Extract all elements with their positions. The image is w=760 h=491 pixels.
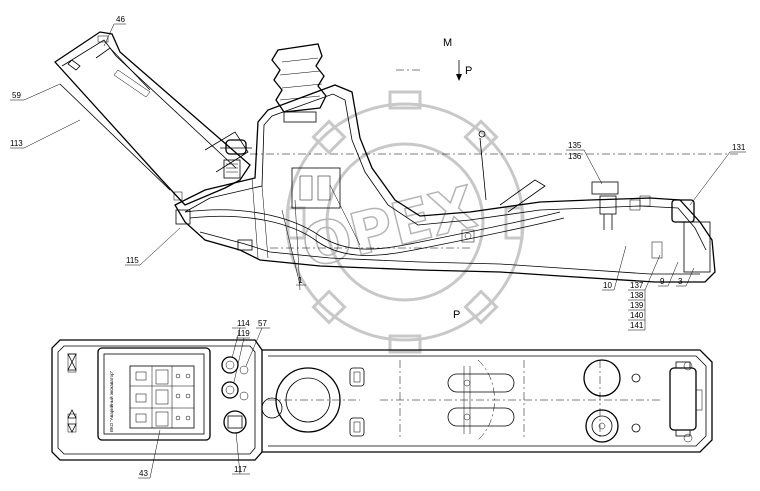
round-socket-lower [585, 409, 619, 443]
callout-141: 141 [630, 321, 644, 330]
control-knobs [221, 356, 249, 434]
callout-114: 114 [237, 319, 250, 328]
callout-46: 46 [116, 15, 125, 24]
watermark-logo: OPEX [285, 90, 525, 354]
callout-131: 131 [732, 143, 746, 152]
view-label-m: M [443, 37, 452, 49]
callouts-bottom: 114 57 119 117 43 [138, 319, 270, 479]
callout-10: 10 [603, 281, 612, 290]
watermark-text: OPEX [295, 173, 482, 282]
callouts-top: 46 59 113 115 1 135 136 131 10 137 138 1… [10, 15, 746, 331]
callout-57: 57 [258, 319, 267, 328]
plan-view: ВКО "Аварийный экскаватор" [51, 339, 713, 461]
callout-1: 1 [298, 276, 303, 285]
switch-panel [97, 347, 211, 441]
end-handle [669, 361, 703, 443]
callout-9: 9 [660, 277, 665, 286]
callout-113: 113 [10, 139, 23, 148]
section-label-p: P [453, 309, 460, 321]
callout-119: 119 [237, 329, 250, 338]
callout-136: 136 [568, 152, 582, 161]
callout-140: 140 [630, 311, 644, 320]
callout-135: 135 [568, 141, 582, 150]
callout-117: 117 [234, 465, 247, 474]
round-socket-upper [583, 359, 621, 397]
callout-3: 3 [678, 277, 683, 286]
console-body [173, 43, 740, 291]
handle-arm [54, 31, 251, 206]
callout-43: 43 [139, 469, 148, 478]
callout-137: 137 [630, 281, 644, 290]
switch-grid [129, 365, 195, 429]
callout-138: 138 [630, 291, 644, 300]
panel-caption: ВКО "Аварийный экскаватор" [108, 370, 114, 432]
callout-59: 59 [12, 91, 21, 100]
key-lock [220, 139, 252, 179]
view-label-p-arrow: P [465, 65, 472, 77]
callout-139: 139 [630, 301, 644, 310]
panel-screws [67, 353, 77, 433]
callout-115: 115 [126, 256, 139, 265]
view-markers: M P P [443, 37, 472, 321]
